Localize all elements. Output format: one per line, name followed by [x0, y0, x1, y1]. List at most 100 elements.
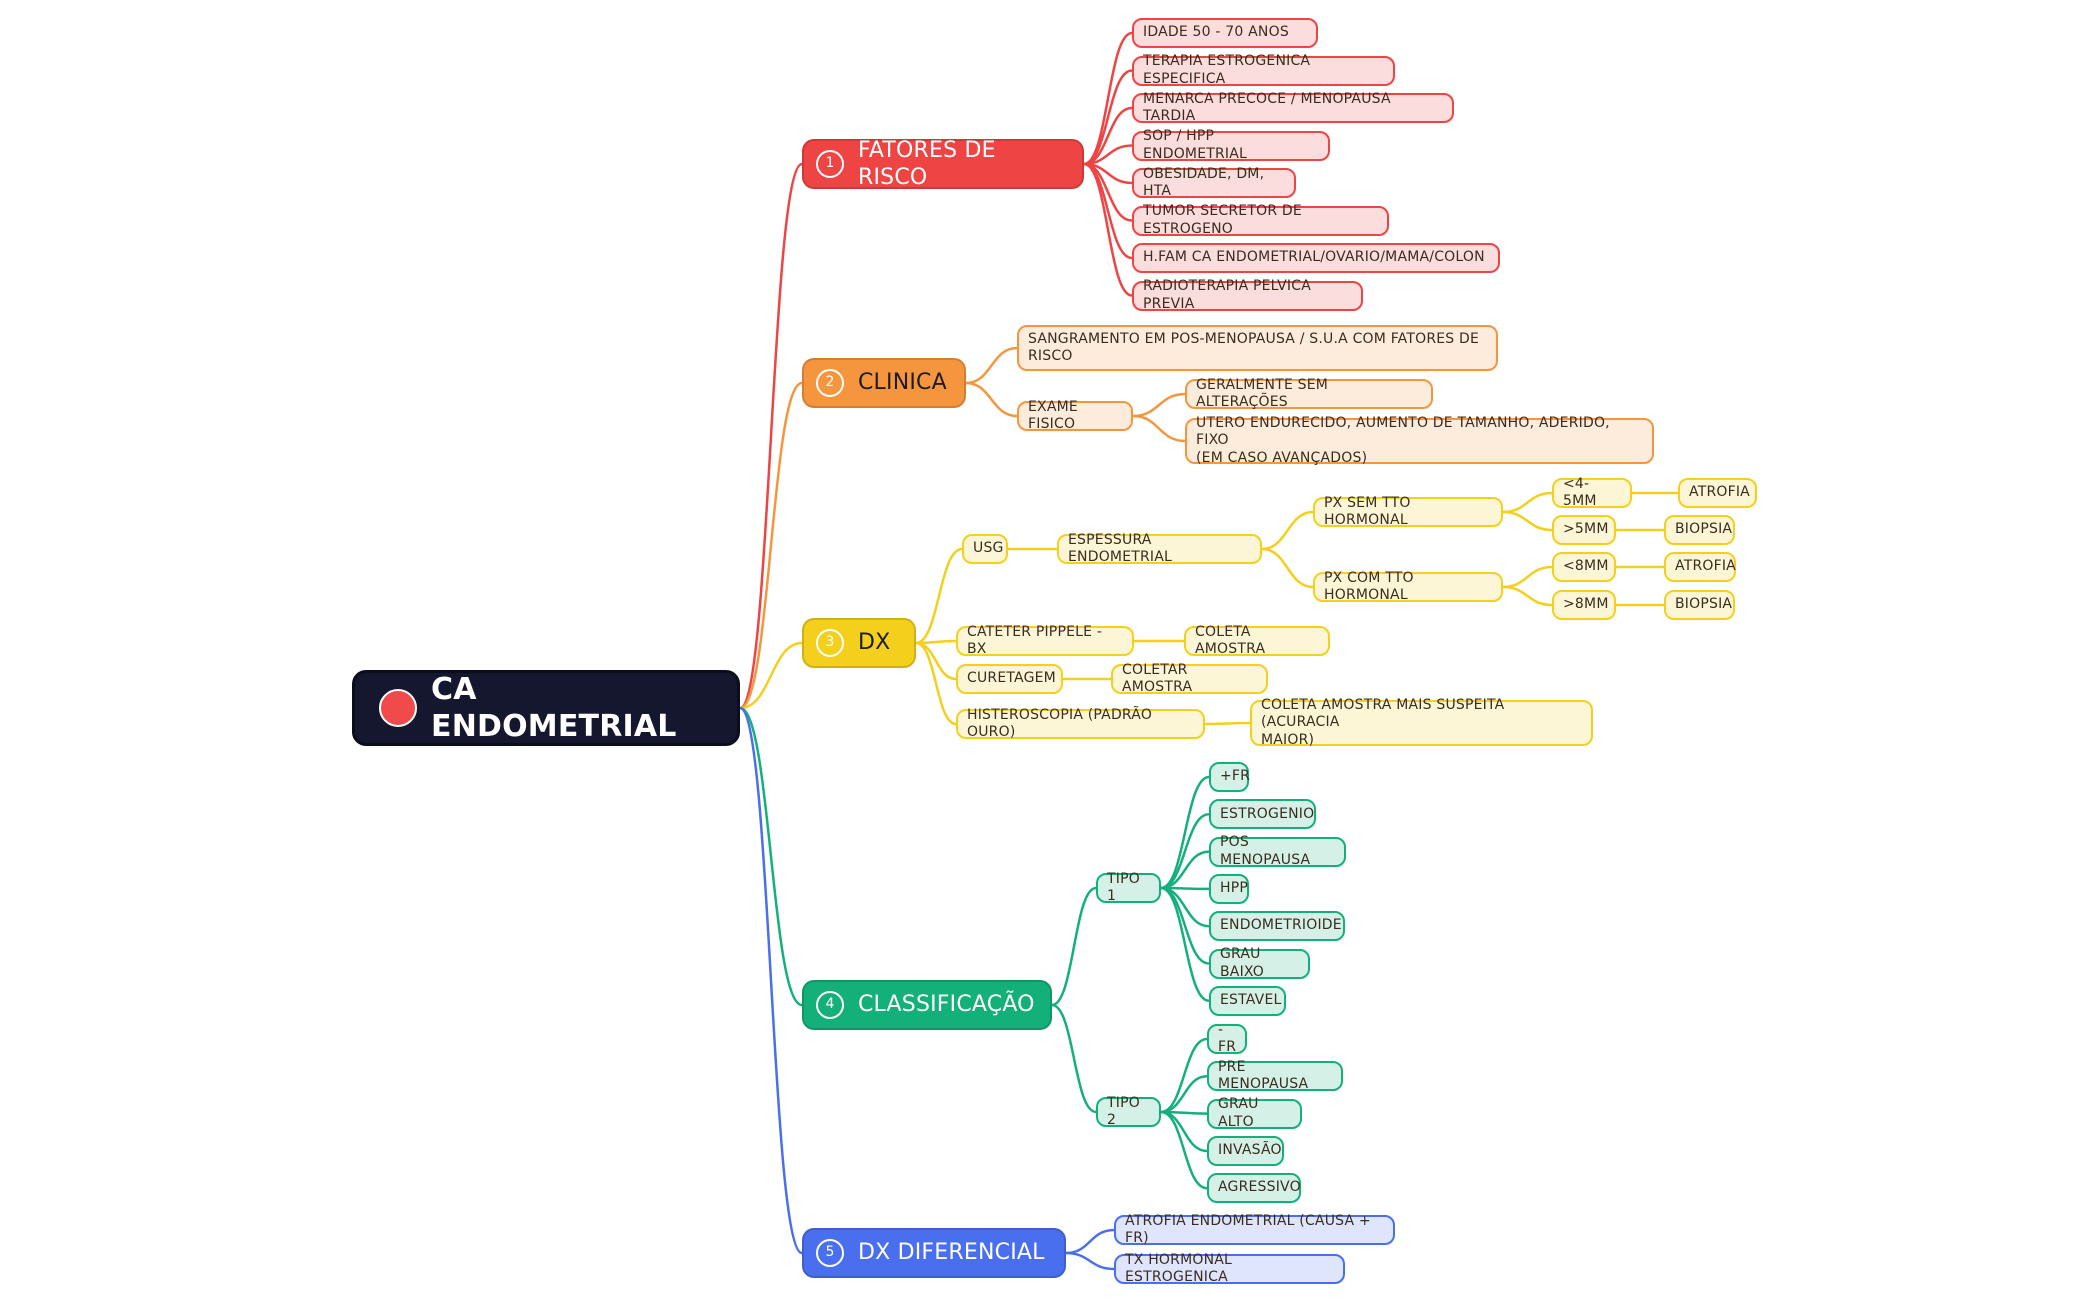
risk-factor-item[interactable]: SOP / HPP ENDOMETRIAL — [1132, 128, 1330, 162]
connector-line — [1131, 392, 1187, 418]
risk-factor-item[interactable]: TERAPIA ESTROGENICA ESPECIFICA — [1132, 53, 1395, 87]
dx-result[interactable]: ATROFIA — [1678, 478, 1757, 508]
diferencial-item[interactable]: ATROFIA ENDOMETRIAL (CAUSA + FR) — [1114, 1213, 1395, 1246]
connector-line — [1082, 31, 1134, 166]
branch-number-badge: 5 — [816, 1239, 844, 1267]
branch-number-badge: 4 — [816, 991, 844, 1019]
risk-factor-item[interactable]: IDADE 50 - 70 ANOS — [1132, 18, 1318, 48]
connector-line — [1260, 547, 1315, 589]
branch-dx-diferencial[interactable]: 5 DX DIFERENCIAL — [802, 1228, 1066, 1278]
connector-line — [1159, 1037, 1209, 1114]
class-tipo-2[interactable]: TIPO 2 — [1096, 1095, 1161, 1128]
connector-line — [1159, 813, 1211, 890]
exame-fisico-item[interactable]: GERALMENTE SEM ALTERAÇÕES — [1185, 377, 1433, 410]
connector-line — [1159, 1075, 1209, 1114]
dx-histeroscopia[interactable]: HISTEROSCOPIA (PADRÃO OURO) — [956, 707, 1205, 740]
connector-line — [914, 641, 958, 726]
class-tipo-1-item[interactable]: ENDOMETRIOIDE — [1209, 911, 1345, 942]
connector-line — [1159, 1110, 1209, 1190]
dx-px-sem-tto-hormonal[interactable]: PX SEM TTO HORMONAL — [1313, 495, 1503, 528]
class-tipo-1-item[interactable]: ESTROGENIO — [1209, 799, 1316, 830]
risk-factor-item[interactable]: TUMOR SECRETOR DE ESTROGENO — [1132, 203, 1389, 237]
dx-usg[interactable]: USG — [962, 534, 1008, 564]
connector-line — [1050, 1003, 1098, 1114]
connector-line — [1501, 565, 1554, 589]
branch-number-badge: 1 — [816, 150, 844, 178]
class-tipo-2-item[interactable]: PRE MENOPAUSA — [1207, 1059, 1343, 1092]
connector-line — [1159, 775, 1211, 890]
connector-line — [738, 641, 804, 710]
class-tipo-1-item[interactable]: ESTAVEL — [1209, 985, 1286, 1016]
clinica-exame-fisico[interactable]: EXAME FISICO — [1017, 399, 1133, 432]
dx-threshold[interactable]: <4-5MM — [1552, 476, 1632, 509]
class-tipo-1-item[interactable]: GRAU BAIXO — [1209, 946, 1310, 980]
connector-line — [738, 706, 804, 1255]
connector-line — [914, 641, 958, 681]
clinica-sangramento[interactable]: SANGRAMENTO EM POS-MENOPAUSA / S.U.A COM… — [1017, 325, 1498, 371]
connector-line — [1501, 491, 1554, 514]
dx-threshold[interactable]: >8MM — [1552, 590, 1616, 620]
risk-factor-item[interactable]: RADIOTERAPIA PELVICA PREVIA — [1132, 278, 1363, 312]
branch-number-badge: 2 — [816, 369, 844, 397]
dx-result[interactable]: BIOPSIA — [1664, 590, 1735, 620]
branch-clinica[interactable]: 2 CLINICA — [802, 358, 966, 408]
branch-label: CLINICA — [858, 370, 947, 396]
risk-factor-item[interactable]: MENARCA PRECOCE / MENOPAUSA TARDIA — [1132, 91, 1454, 124]
connector-line — [1501, 585, 1554, 607]
connector-line — [738, 706, 804, 1007]
class-tipo-1[interactable]: TIPO 1 — [1096, 871, 1161, 904]
connector-line — [964, 346, 1019, 385]
branch-label: FATORES DE RISCO — [858, 137, 996, 191]
class-tipo-1-item[interactable]: +FR — [1209, 762, 1250, 792]
connector-line — [1260, 510, 1315, 551]
dx-threshold[interactable]: >5MM — [1552, 515, 1616, 545]
exame-fisico-item[interactable]: UTERO ENDURECIDO, AUMENTO DE TAMANHO, AD… — [1185, 415, 1654, 466]
dx-result[interactable]: BIOPSIA — [1664, 515, 1735, 545]
class-tipo-2-item[interactable]: INVASÃO — [1207, 1135, 1284, 1166]
dx-cateter-pippele[interactable]: CATETER PIPPELE - BX — [956, 624, 1134, 657]
connector-line — [964, 381, 1019, 418]
dx-coleta-amostra-suspeita[interactable]: COLETA AMOSTRA MAIS SUSPEITA (ACURACIA M… — [1250, 697, 1593, 748]
connector-line — [1050, 886, 1098, 1007]
branch-classificacao[interactable]: 4 CLASSIFICAÇÃO — [802, 980, 1052, 1030]
risk-factor-item[interactable]: OBESIDADE, DM, HTA — [1132, 166, 1296, 199]
connector-line — [914, 547, 964, 645]
class-tipo-2-item[interactable]: AGRESSIVO — [1207, 1173, 1301, 1204]
dx-curetagem[interactable]: CURETAGEM — [956, 664, 1063, 694]
connector-line — [738, 381, 804, 710]
risk-factor-item[interactable]: H.FAM CA ENDOMETRIAL/OVARIO/MAMA/COLON — [1132, 243, 1500, 273]
branch-fatores-de-risco[interactable]: 1 FATORES DE RISCO — [802, 137, 1084, 191]
connector-line — [1082, 106, 1134, 166]
root-node[interactable]: CA ENDOMETRIAL — [352, 670, 740, 746]
connector-line — [1501, 510, 1554, 532]
connector-line — [1159, 1110, 1209, 1153]
class-tipo-1-item[interactable]: HPP — [1209, 873, 1249, 904]
class-tipo-1-item[interactable]: POS MENOPAUSA — [1209, 834, 1346, 868]
dx-result[interactable]: ATROFIA — [1664, 552, 1736, 582]
diferencial-item[interactable]: TX HORMONAL ESTROGENICA — [1114, 1252, 1345, 1285]
connector-line — [1082, 69, 1134, 166]
root-label: CA ENDOMETRIAL — [431, 671, 677, 745]
connector-line — [1082, 162, 1134, 260]
connector-line — [1064, 1251, 1116, 1271]
connector-line — [1159, 886, 1211, 1003]
dx-px-com-tto-hormonal[interactable]: PX COM TTO HORMONAL — [1313, 570, 1503, 603]
connector-line — [1203, 721, 1252, 726]
class-tipo-2-item[interactable]: GRAU ALTO — [1207, 1096, 1302, 1130]
class-tipo-2-item[interactable]: -FR — [1207, 1022, 1247, 1055]
branch-label: CLASSIFICAÇÃO — [858, 992, 1035, 1018]
dx-coleta-amostra[interactable]: COLETA AMOSTRA — [1184, 624, 1330, 657]
connector-line — [1082, 162, 1134, 297]
connector-line — [738, 162, 804, 710]
branch-number-badge: 3 — [816, 629, 844, 657]
red-circle-icon — [379, 689, 417, 727]
dx-espessura-endometrial[interactable]: ESPESSURA ENDOMETRIAL — [1057, 532, 1262, 565]
connector-line — [1064, 1228, 1116, 1255]
dx-threshold[interactable]: <8MM — [1552, 552, 1616, 582]
dx-coletar-amostra[interactable]: COLETAR AMOSTRA — [1111, 662, 1268, 695]
connector-line — [1131, 414, 1187, 443]
branch-label: DX DIFERENCIAL — [858, 1240, 1045, 1266]
